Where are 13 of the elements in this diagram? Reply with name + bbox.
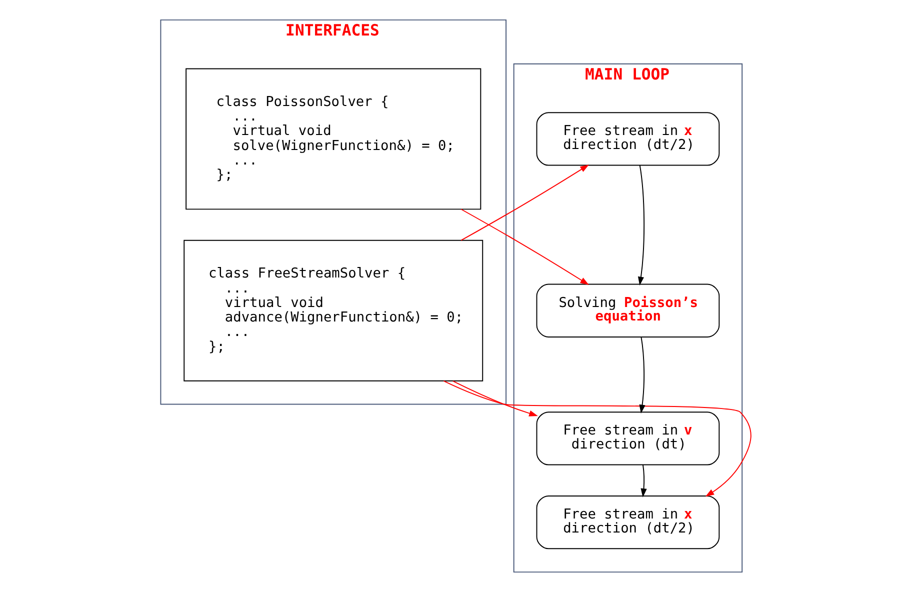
- node-box: Free stream in v direction (dt): [536, 412, 720, 466]
- arrow: [638, 164, 645, 286]
- node-box: class PoissonSolver { ... virtual void solve(WignerFunction&) = 0; ... };: [186, 68, 482, 210]
- arrow: [640, 464, 647, 498]
- arrow: [639, 336, 646, 414]
- arrow: [443, 380, 752, 497]
- node-box: Solving Poisson’s equation: [536, 284, 720, 338]
- node-box: class FreeStreamSolver { ... virtual void advance(WignerFunction&) = 0; ... };: [184, 240, 484, 382]
- node-box: Free stream in x direction (dt/2): [536, 112, 720, 166]
- arrow: [460, 208, 589, 285]
- arrow: [460, 164, 589, 241]
- arrow: [452, 380, 538, 416]
- node-box: Free stream in x direction (dt/2): [536, 495, 720, 550]
